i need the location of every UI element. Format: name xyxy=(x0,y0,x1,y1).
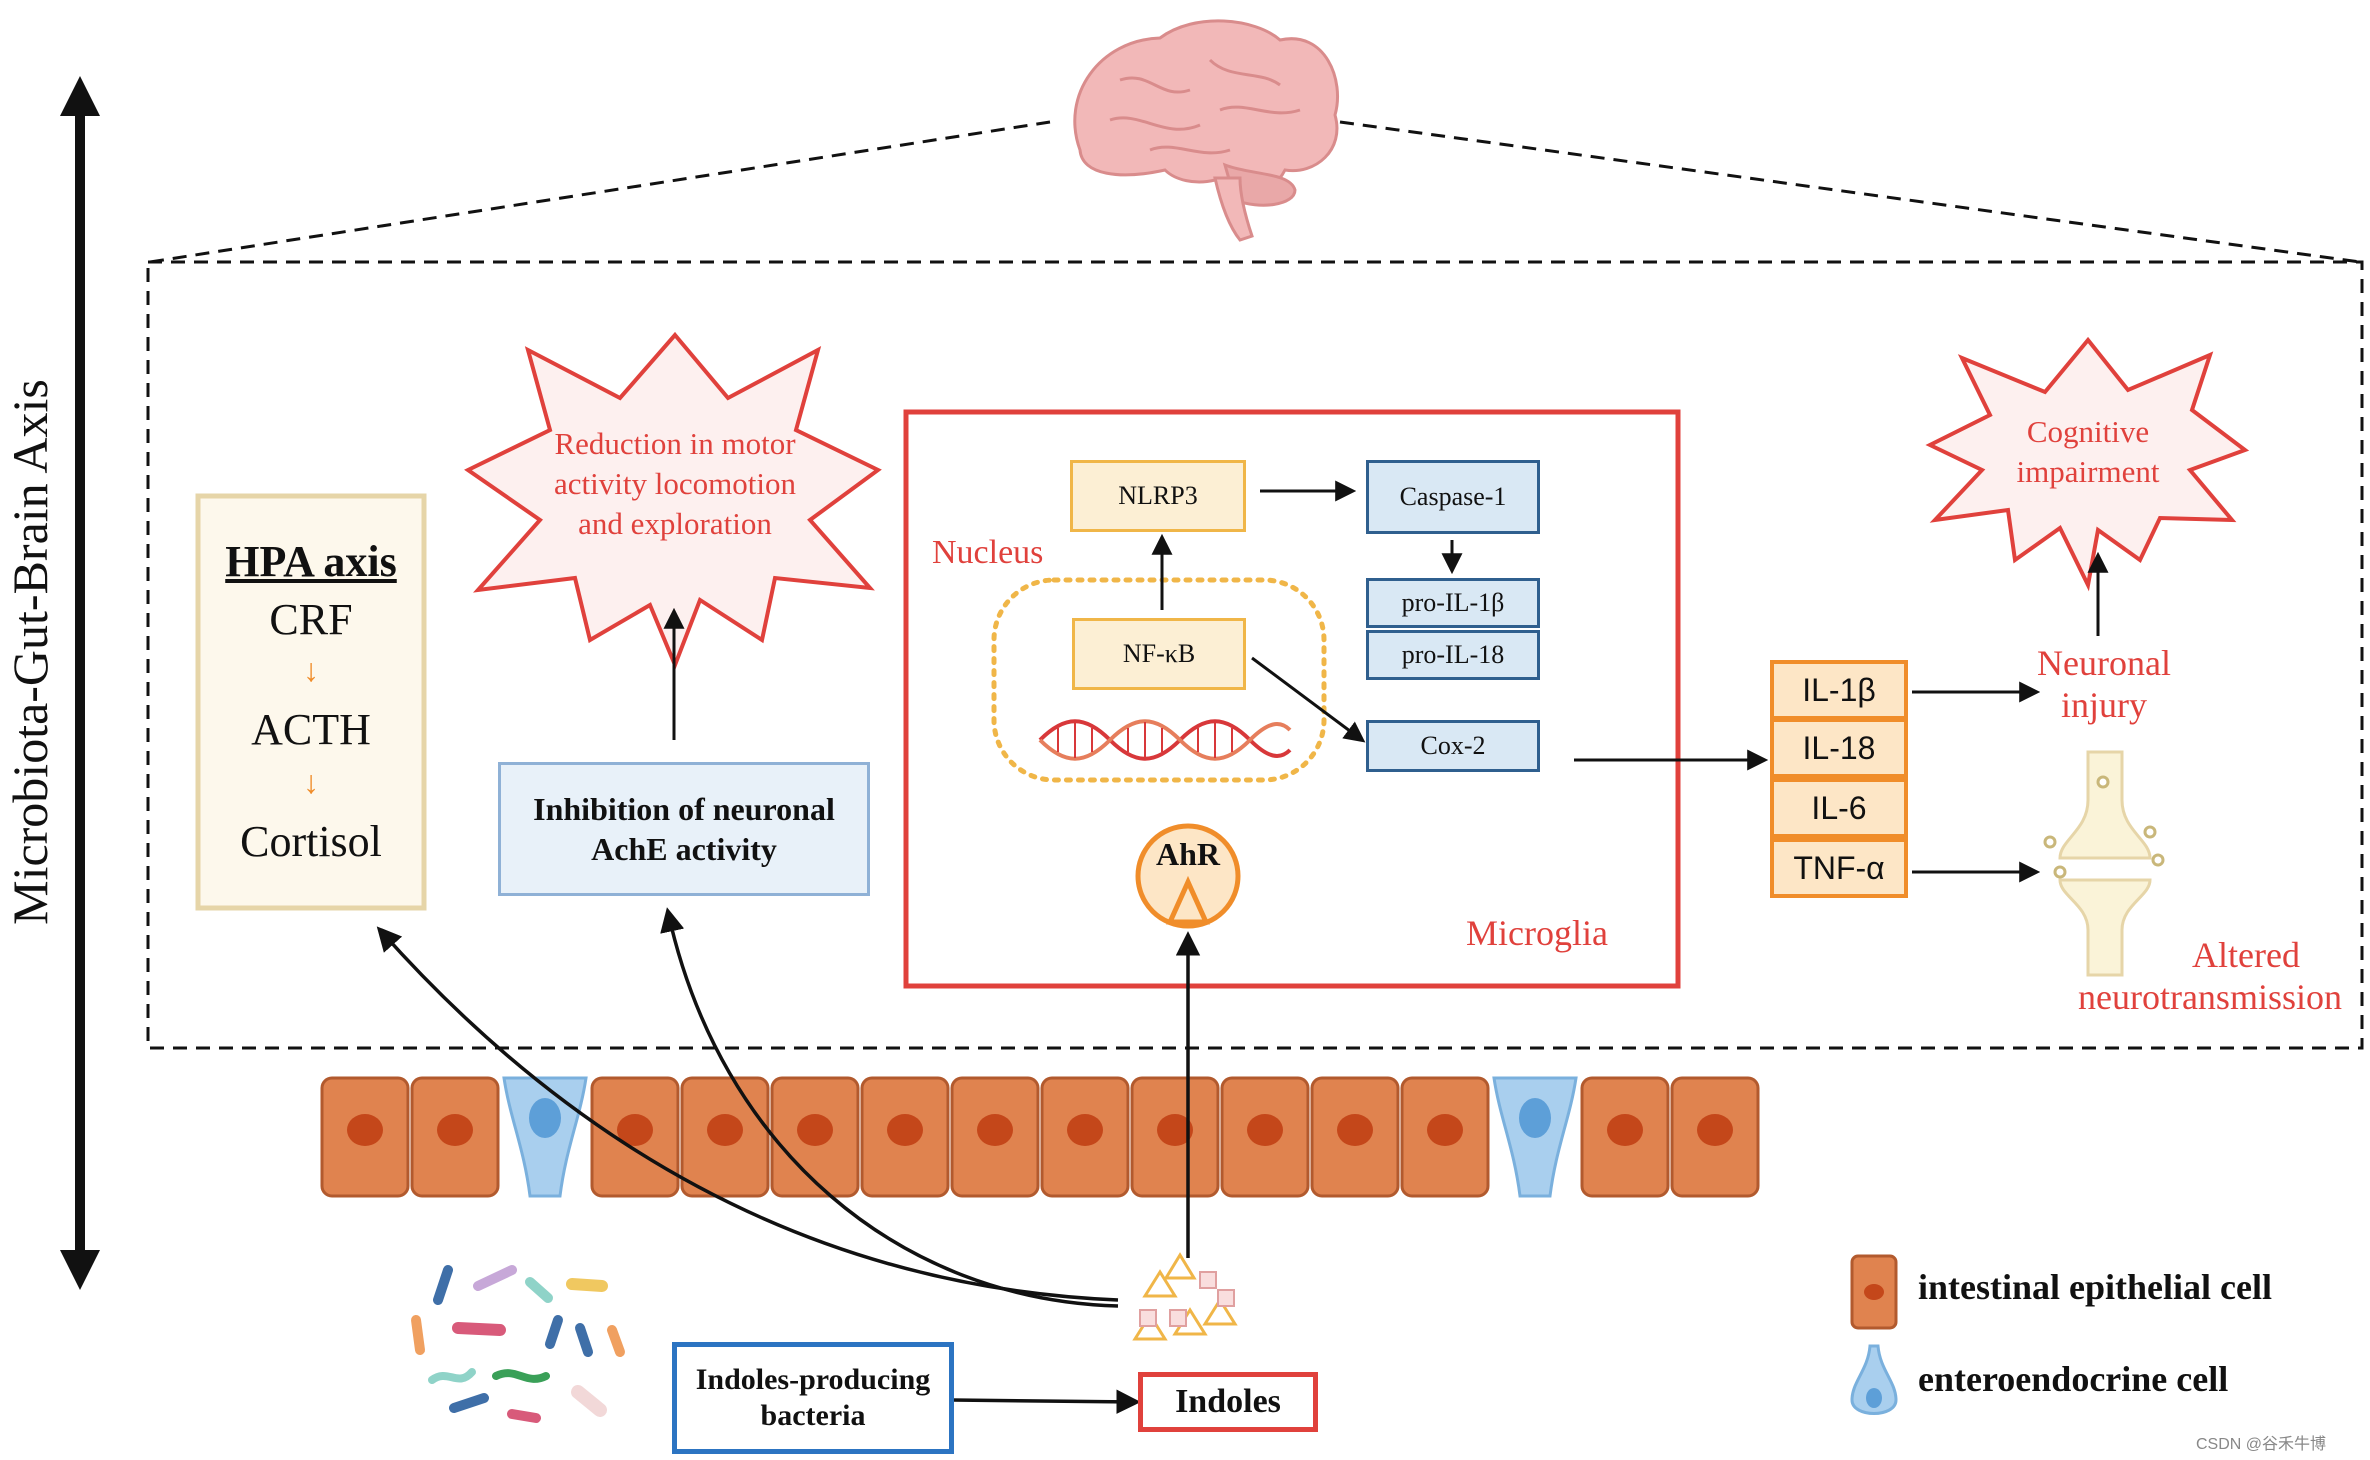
epithelial-nucleus xyxy=(1157,1114,1193,1146)
legend-epithelial-label: intestinal epithelial cell xyxy=(1918,1267,2272,1307)
microglia-box xyxy=(903,409,1681,989)
cytokine-tnfa: TNF-α xyxy=(1770,838,1908,898)
axis-label: Microbiota-Gut-Brain Axis xyxy=(2,379,58,925)
epithelial-nucleus xyxy=(437,1114,473,1146)
epithelial-nucleus xyxy=(977,1114,1013,1146)
nlrp3-box: NLRP3 xyxy=(1070,460,1246,532)
hpa-axis-title: HPA axis xyxy=(225,537,397,586)
ahr-receptor-icon xyxy=(1135,823,1241,929)
neuronal-line-2: injury xyxy=(2061,685,2147,725)
neuronal-injury-label: Neuronal injury xyxy=(1994,642,2214,726)
watermark: CSDN @谷禾牛博 xyxy=(2196,1436,2327,1453)
pro-il18-box: pro-IL-18 xyxy=(1366,630,1540,680)
intestinal-epithelium xyxy=(320,1076,1760,1198)
microglia-arrows xyxy=(1151,480,1769,771)
epithelial-nucleus xyxy=(707,1114,743,1146)
synapse-icon xyxy=(2043,750,2165,977)
hpa-arrow-2: ↓ xyxy=(303,764,319,800)
ahr-label: AhR xyxy=(1155,836,1220,872)
bacteria-line-1: Indoles-producing xyxy=(695,1363,931,1396)
epithelial-nucleus xyxy=(1247,1114,1283,1146)
brain-projection-lines xyxy=(149,120,2361,264)
brain-icon xyxy=(1073,19,1340,242)
cognitive-line-1: Cognitive xyxy=(2026,414,2150,449)
epithelial-nucleus xyxy=(1607,1114,1643,1146)
indole-molecules-icon xyxy=(1132,1252,1238,1341)
epithelial-nucleus xyxy=(1427,1114,1463,1146)
hpa-arrow-1: ↓ xyxy=(303,652,319,688)
cytokine-il1b: IL-1β xyxy=(1770,660,1908,720)
axis-double-arrow xyxy=(60,76,100,1290)
motor-line-1: Reduction in motor xyxy=(554,426,796,461)
motor-burst-text: Reduction in motor activity locomotion a… xyxy=(520,424,830,544)
dna-helix-icon xyxy=(1038,719,1292,761)
altered-line-1: Altered xyxy=(2192,935,2300,975)
epithelial-nucleus xyxy=(1697,1114,1733,1146)
microglia-label: Microglia xyxy=(1466,913,1608,953)
hpa-step-cortisol: Cortisol xyxy=(240,817,382,866)
epithelial-nucleus xyxy=(887,1114,923,1146)
motor-line-3: and exploration xyxy=(578,506,772,541)
caspase1-box: Caspase-1 xyxy=(1366,460,1540,534)
legend-icons xyxy=(1850,1254,1898,1415)
cytokine-il6: IL-6 xyxy=(1770,778,1908,838)
epithelial-nucleus xyxy=(617,1114,653,1146)
bacteria-box: Indoles-producing bacteria xyxy=(672,1342,954,1454)
cognitive-burst-text: Cognitive impairment xyxy=(1968,412,2208,492)
indole-arrows xyxy=(376,907,1201,1415)
altered-line-2: neurotransmission xyxy=(2078,977,2342,1017)
hpa-axis-box xyxy=(195,493,427,911)
epithelial-nucleus xyxy=(1337,1114,1373,1146)
nfkb-box: NF-κB xyxy=(1072,618,1246,690)
pro-il1b-box: pro-IL-1β xyxy=(1366,578,1540,628)
cognitive-line-2: impairment xyxy=(2016,454,2160,489)
altered-neurotransmission-label: Altered neurotransmission xyxy=(2060,934,2360,1018)
epithelial-nucleus xyxy=(797,1114,833,1146)
cox2-box: Cox-2 xyxy=(1366,720,1540,772)
neuronal-line-1: Neuronal xyxy=(2037,643,2171,683)
bacteria-cluster-icon xyxy=(411,1265,625,1423)
ache-line-2: AchE activity xyxy=(591,831,777,867)
legend-enteroendocrine-label: enteroendocrine cell xyxy=(1918,1359,2229,1399)
nucleus-label: Nucleus xyxy=(932,534,1044,571)
hpa-step-crf: CRF xyxy=(269,595,353,644)
epithelial-nucleus xyxy=(1067,1114,1103,1146)
enteroendocrine-nucleus xyxy=(529,1098,561,1138)
ache-inhibition-box: Inhibition of neuronal AchE activity xyxy=(498,762,870,896)
ache-line-1: Inhibition of neuronal xyxy=(533,791,835,827)
nucleus-region xyxy=(991,577,1327,783)
epithelial-nucleus xyxy=(347,1114,383,1146)
brain-region-box xyxy=(146,260,2364,1050)
cytokine-il18: IL-18 xyxy=(1770,718,1908,778)
cognitive-burst-star xyxy=(1925,336,2250,592)
enteroendocrine-nucleus xyxy=(1519,1098,1551,1138)
hpa-step-acth: ACTH xyxy=(251,705,371,754)
indoles-box: Indoles xyxy=(1138,1372,1318,1432)
bacteria-line-2: bacteria xyxy=(760,1399,866,1432)
outcome-arrows xyxy=(663,551,2109,883)
motor-line-2: activity locomotion xyxy=(554,466,796,501)
